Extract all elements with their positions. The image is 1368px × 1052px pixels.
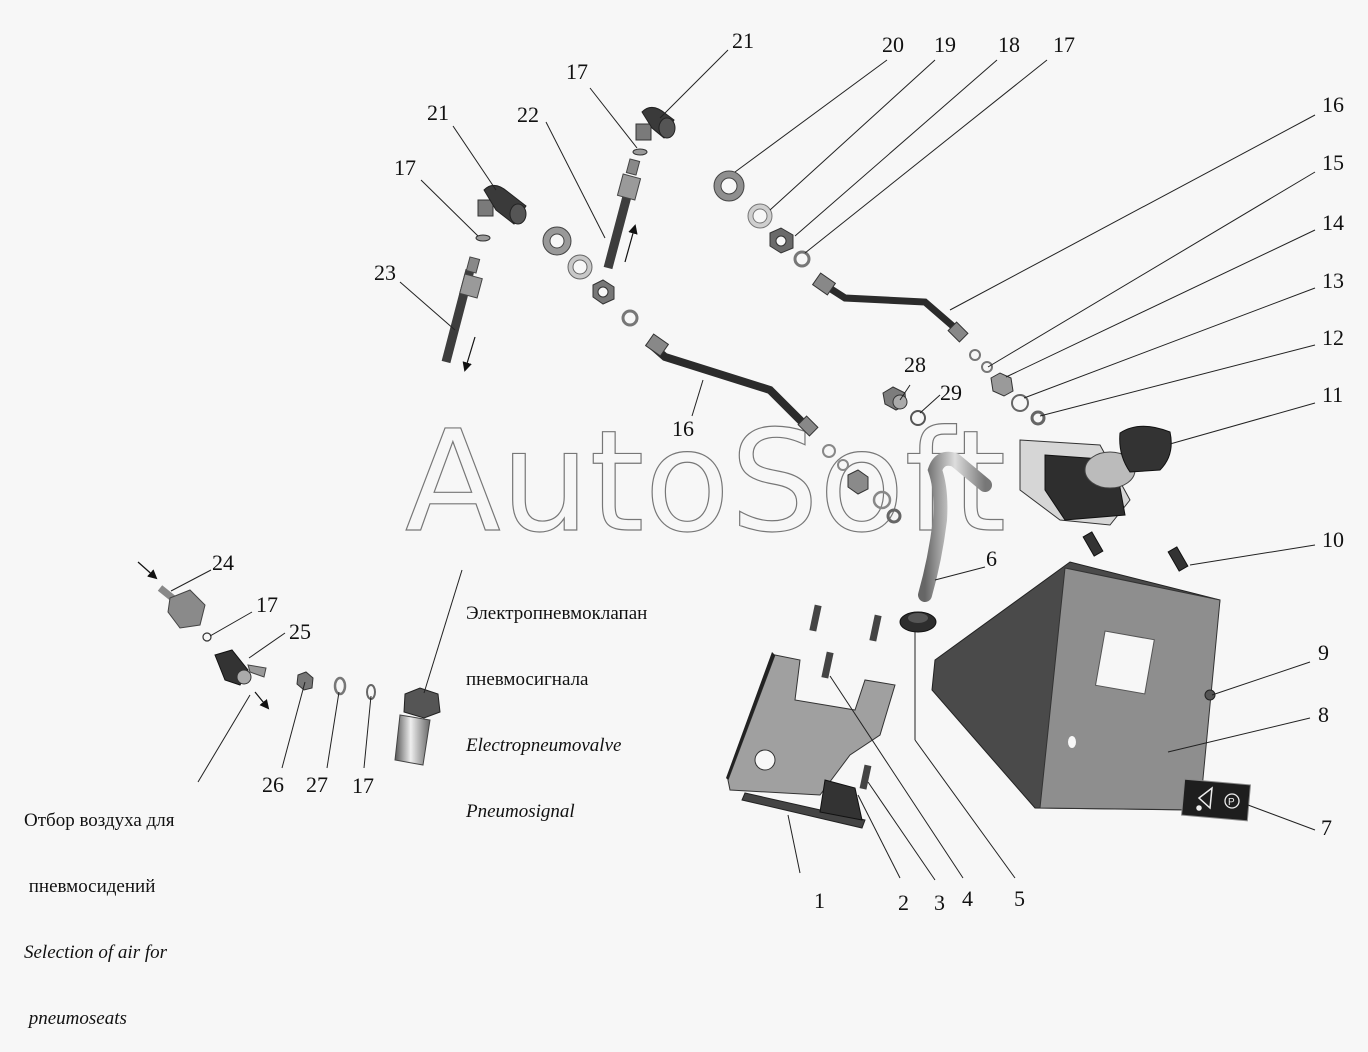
callout-13: 13 — [1322, 268, 1344, 293]
note-air-selection-ru-1: Отбор воздуха для — [24, 810, 175, 831]
callout-25: 25 — [289, 619, 311, 644]
callout-15: 15 — [1322, 150, 1344, 175]
callout-16-lower: 16 — [672, 416, 694, 441]
callout-4: 4 — [962, 886, 973, 911]
part-5-grommet — [899, 611, 937, 633]
flow-arrow-up — [624, 224, 638, 263]
part-27-washer — [333, 676, 347, 696]
callout-9: 9 — [1318, 640, 1329, 665]
callout-21-left: 21 — [427, 100, 449, 125]
callout-7: 7 — [1321, 815, 1332, 840]
callout-28: 28 — [904, 352, 926, 377]
callout-11: 11 — [1322, 382, 1343, 407]
note-air-selection-ru-2: пневмосидений — [24, 876, 156, 897]
callout-14: 14 — [1322, 210, 1344, 235]
callout-17-bottom: 17 — [352, 773, 374, 798]
callout-23: 23 — [374, 260, 396, 285]
part-3-screw — [859, 764, 872, 790]
part-6-hose — [918, 451, 992, 602]
callout-20: 20 — [882, 32, 904, 57]
part-17-washer — [202, 632, 212, 642]
callout-26: 26 — [262, 772, 284, 797]
note-electropneumovalve-ru-1: Электропневмоклапан — [466, 603, 648, 624]
note-air-selection: Отбор воздуха для пневмосидений Selectio… — [24, 766, 174, 1052]
part-7-label-plate: P — [1181, 778, 1251, 822]
svg-text:P: P — [1228, 797, 1235, 808]
part-9-screw — [1204, 689, 1216, 701]
part-28-plug — [882, 386, 908, 411]
note-electropneumovalve-en-2: Pneumosignal — [466, 801, 575, 822]
part-17-washer — [632, 148, 648, 156]
callout-24: 24 — [212, 550, 234, 575]
callout-17-upper: 17 — [566, 59, 588, 84]
exploded-parts-diagram: AutoSoft — [137, 28, 1344, 915]
washer-stack-valve — [969, 349, 1046, 426]
part-21-elbow-fitting — [635, 107, 676, 141]
flow-arrow-in — [137, 561, 158, 580]
callout-16-upper: 16 — [1322, 92, 1344, 117]
brake-circuit-icon — [1196, 786, 1213, 811]
part-16-brake-pipe — [811, 272, 969, 343]
callout-numbers: 1 2 3 4 5 6 7 8 9 10 11 12 13 14 15 16 1… — [212, 28, 1344, 915]
callout-18: 18 — [998, 32, 1020, 57]
callout-21-upper: 21 — [732, 28, 754, 53]
part-24-fitting — [157, 585, 206, 629]
callout-19: 19 — [934, 32, 956, 57]
part-1-bracket — [726, 652, 896, 829]
callout-22: 22 — [517, 102, 539, 127]
part-4-screws — [809, 604, 882, 679]
callout-12: 12 — [1322, 325, 1344, 350]
washer-stack-middle — [542, 226, 639, 327]
washer-stack-lower — [822, 444, 902, 524]
electropneumovalve — [394, 687, 441, 766]
callout-27: 27 — [306, 772, 328, 797]
part-25-tap — [214, 649, 267, 686]
part-29-ring — [910, 410, 926, 426]
callout-29: 29 — [940, 380, 962, 405]
note-electropneumovalve-en-1: Electropneumovalve — [466, 735, 622, 756]
parking-brake-icon: P — [1224, 793, 1240, 809]
callout-8: 8 — [1318, 702, 1329, 727]
part-26-nut — [296, 671, 314, 691]
callout-5: 5 — [1014, 886, 1025, 911]
part-10-screws — [1082, 531, 1189, 572]
callout-6: 6 — [986, 546, 997, 571]
note-air-selection-en-1: Selection of air for — [24, 942, 168, 963]
callout-2: 2 — [898, 890, 909, 915]
callout-10: 10 — [1322, 527, 1344, 552]
note-electropneumovalve: Электропневмоклапан пневмосигнала Electr… — [466, 559, 647, 845]
flow-arrow-out — [254, 691, 270, 710]
part-8-cover — [931, 561, 1221, 811]
watermark: AutoSoft — [405, 401, 1006, 564]
part-17-washer — [475, 234, 491, 242]
part-23-tube-fitting — [441, 256, 483, 364]
washer-stack-upper — [713, 170, 811, 268]
note-electropneumovalve-ru-2: пневмосигнала — [466, 669, 589, 690]
callout-17-top-right: 17 — [1053, 32, 1075, 57]
callout-17-left: 17 — [394, 155, 416, 180]
callout-3: 3 — [934, 890, 945, 915]
part-16-brake-pipe — [644, 333, 819, 437]
callout-1: 1 — [814, 888, 825, 913]
part-11-hand-brake-valve — [1019, 425, 1172, 526]
flow-arrow-down — [462, 336, 476, 372]
leader-lines — [170, 49, 1316, 881]
callout-17-near-24: 17 — [256, 592, 278, 617]
part-21-elbow-fitting — [477, 185, 527, 225]
note-air-selection-en-2: pneumoseats — [24, 1008, 127, 1029]
part-22-tube-fitting — [603, 158, 642, 270]
